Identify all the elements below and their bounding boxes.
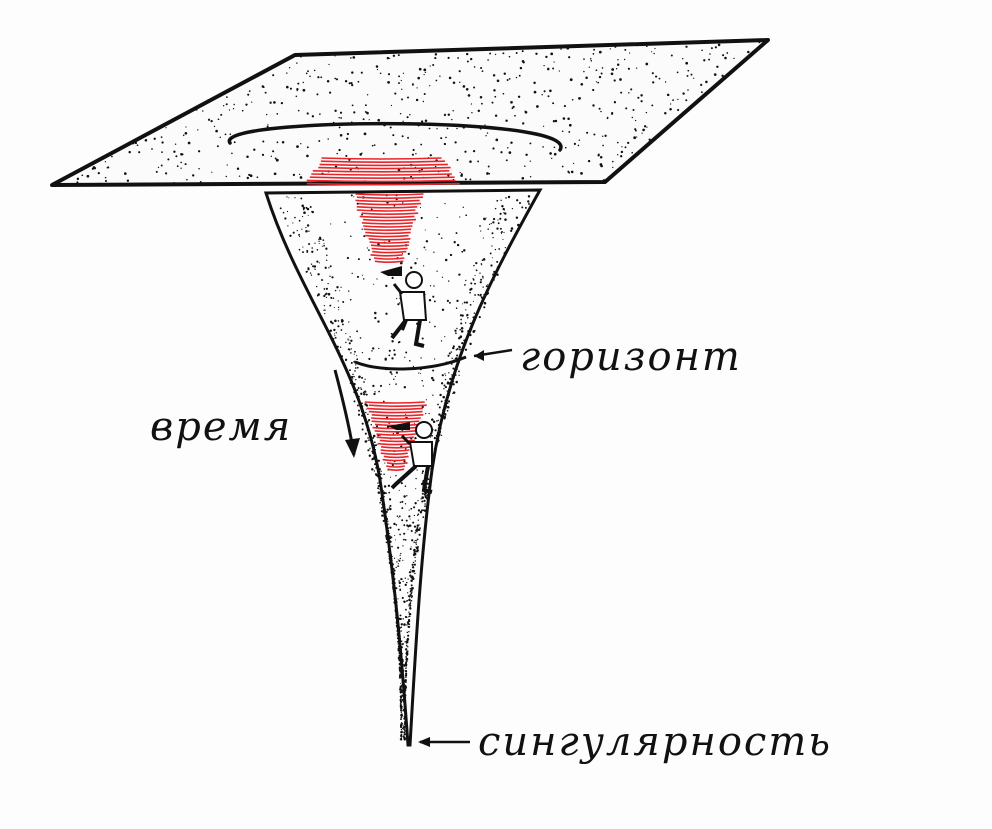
singularity-label: сингулярность (478, 719, 832, 765)
funnel (266, 190, 540, 745)
horizon-label: горизонт (520, 334, 742, 380)
time-label: время (150, 404, 292, 450)
horizon-pointer-arrow (474, 350, 512, 361)
singularity-pointer-arrow (418, 737, 470, 747)
spacetime-plane (52, 40, 768, 185)
plane-sheet (52, 40, 768, 185)
light-cone-top (307, 158, 460, 185)
